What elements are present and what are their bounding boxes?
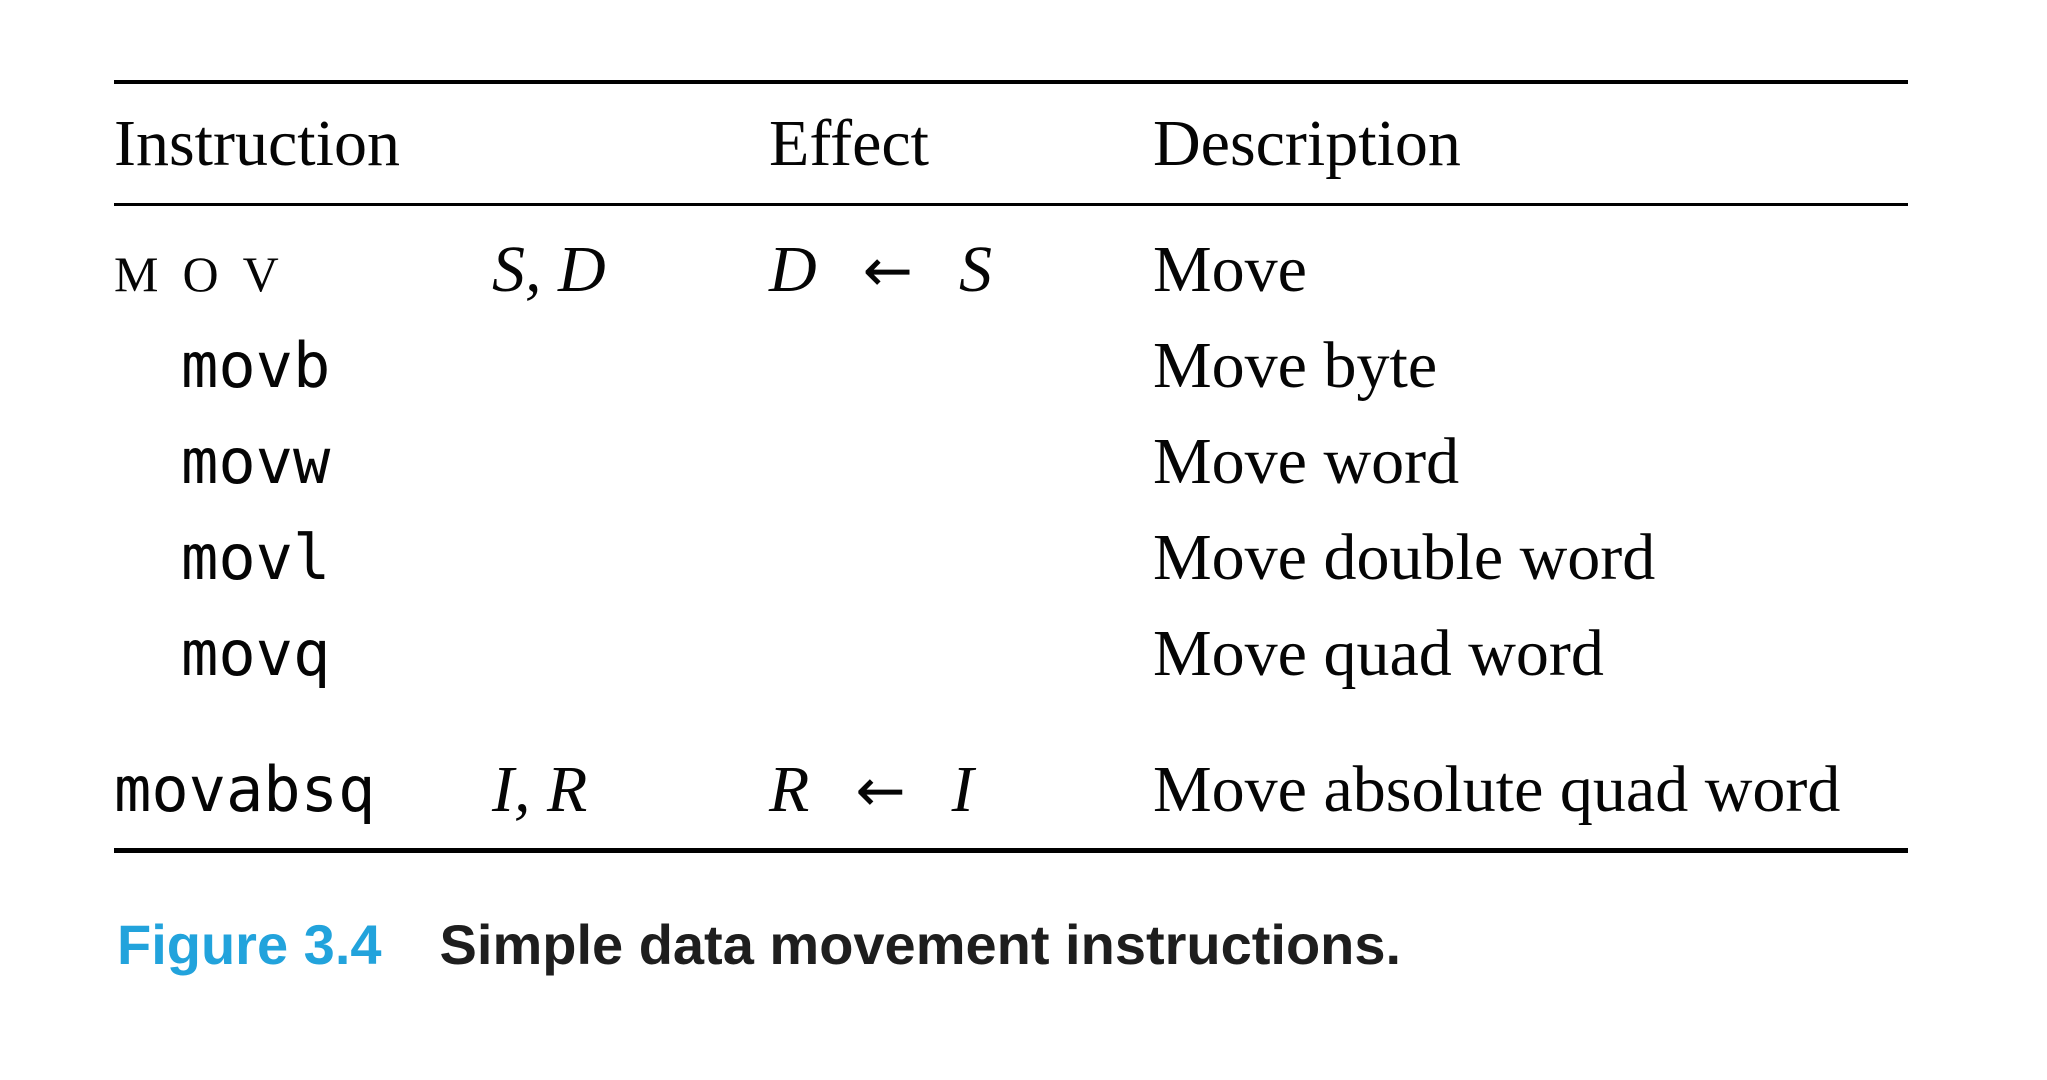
left-arrow-icon: ← [855,756,906,826]
instruction-cell: MOV [114,237,492,303]
effect-source: I [951,753,974,826]
effect-destination: R [769,753,810,826]
effect-source: S [958,233,992,306]
instruction-cell: movl [114,525,492,591]
description-cell: Move byte [1153,329,1438,402]
figure-caption: Figure 3.4 Simple data movement instruct… [117,911,2047,978]
table-row: movq Move quad word [114,606,1908,702]
description-cell: Move [1153,233,1307,306]
instruction-cell: movq [114,621,492,687]
table-header-row: Instruction Effect Description [114,84,1908,203]
instruction-mnemonic: movl [181,521,331,594]
table-row: movl Move double word [114,510,1908,606]
instruction-mnemonic: MOV [114,246,303,302]
description-cell: Move word [1153,425,1460,498]
effect-destination: D [769,233,817,306]
table-body: MOV S, D D←S Move movb Move byte movw Mo… [114,206,1908,848]
column-header-effect: Effect [769,106,930,180]
table-rule-bottom [114,848,1908,853]
instruction-mnemonic: movq [181,617,331,690]
operands-text: I, R [492,753,588,826]
figure-caption-text: Simple data movement instructions. [439,913,1402,976]
operands-text: S, D [492,233,606,306]
left-arrow-icon: ← [862,236,913,306]
table-row: movw Move word [114,414,1908,510]
instruction-mnemonic: movw [181,425,331,498]
effect-cell [769,429,1153,495]
description-cell: Move double word [1153,521,1656,594]
instruction-cell: movw [114,429,492,495]
table-rule-header-separator [114,203,1908,206]
effect-cell: D←S [769,237,1153,303]
figure-caption-label: Figure 3.4 [117,913,382,976]
description-cell: Move quad word [1153,617,1604,690]
effect-cell [769,333,1153,399]
instruction-mnemonic: movb [181,329,331,402]
table-row: movb Move byte [114,318,1908,414]
instruction-cell: movb [114,333,492,399]
column-header-description: Description [1153,106,1461,180]
effect-cell: R←I [769,757,1153,823]
column-header-instruction: Instruction [114,106,400,180]
instruction-mnemonic: movabsq [114,753,376,826]
instruction-table: Instruction Effect Description MOV S, D … [114,80,1908,853]
description-cell: Move absolute quad word [1153,753,1841,826]
operands-cell: S, D [492,237,769,303]
table-rule-top [114,80,1908,84]
effect-cell [769,621,1153,687]
effect-cell [769,525,1153,591]
table-row: MOV S, D D←S Move [114,222,1908,318]
instruction-cell: movabsq [114,757,492,823]
operands-cell: I, R [492,757,769,823]
table-row: movabsq I, R R←I Move absolute quad word [114,742,1908,838]
